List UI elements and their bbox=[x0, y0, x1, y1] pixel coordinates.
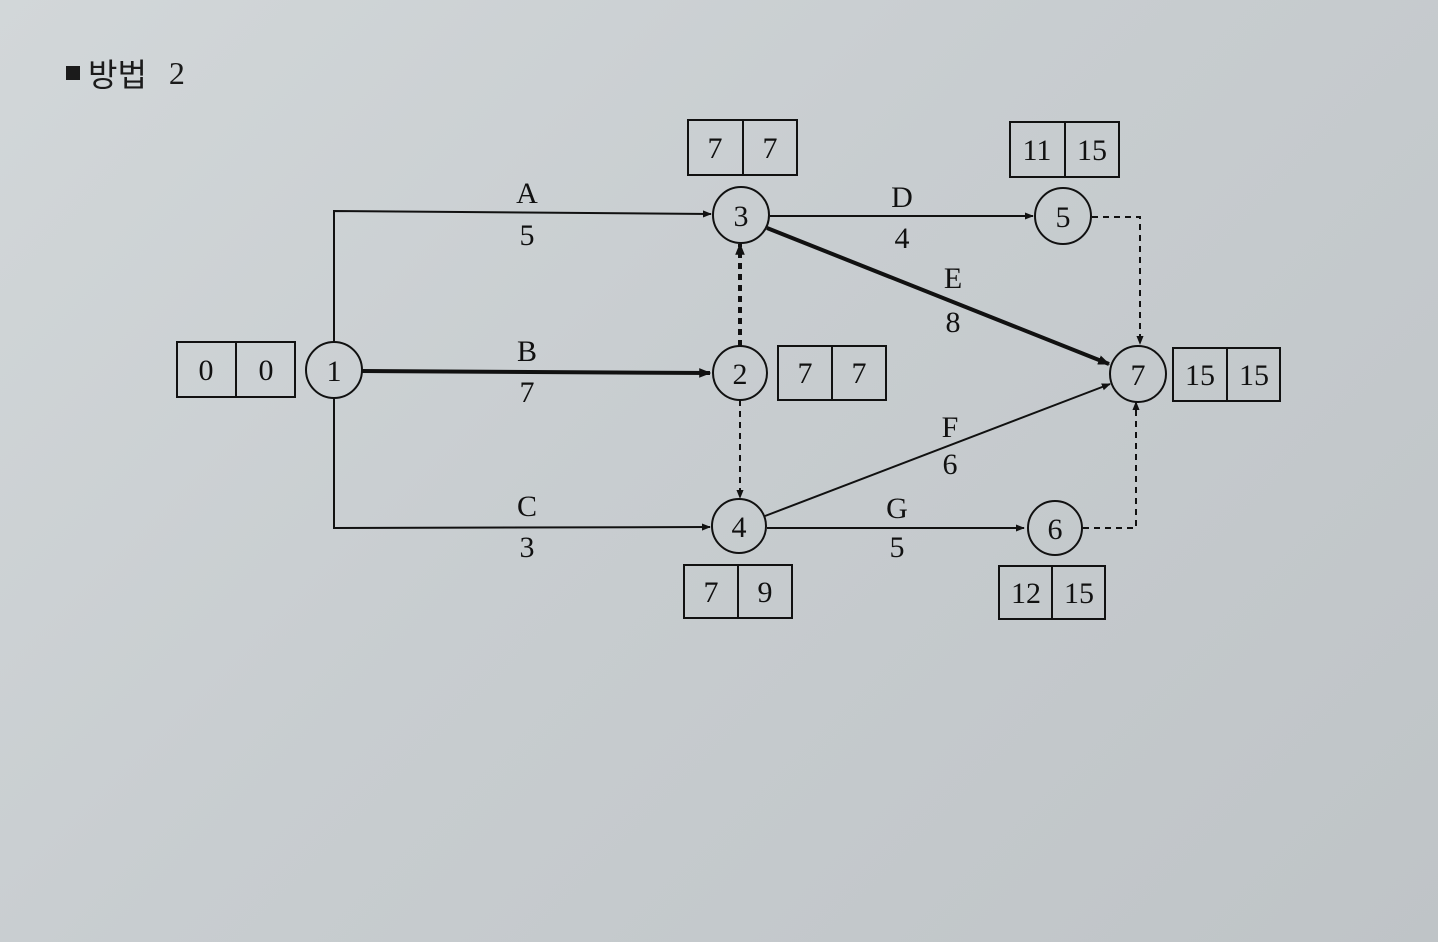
timebox-node-3: 7 7 bbox=[687, 119, 798, 176]
section-title: 방법 2 bbox=[66, 50, 185, 96]
node-2-label: 2 bbox=[733, 358, 748, 391]
activity-g-name: G bbox=[886, 492, 908, 525]
node-6-label: 6 bbox=[1048, 513, 1063, 546]
node-7: 7 bbox=[1109, 345, 1167, 403]
title-number: 2 bbox=[168, 54, 185, 91]
node-3-lst: 7 bbox=[763, 132, 778, 165]
node-3-label: 3 bbox=[734, 200, 749, 233]
activity-d-duration: 4 bbox=[895, 222, 910, 255]
activity-g-duration: 5 bbox=[890, 531, 905, 564]
timebox-node-1: 0 0 bbox=[176, 341, 296, 398]
node-1-lst: 0 bbox=[259, 354, 274, 387]
activity-f-arrow bbox=[764, 383, 1111, 517]
timebox-node-5: 11 15 bbox=[1009, 121, 1120, 178]
activity-c-duration: 3 bbox=[520, 531, 535, 564]
node-2: 2 bbox=[712, 345, 768, 401]
activity-f-duration: 6 bbox=[943, 448, 958, 481]
node-7-lst: 15 bbox=[1239, 359, 1269, 392]
activity-e-arrow bbox=[766, 226, 1111, 366]
timebox-node-7: 15 15 bbox=[1172, 347, 1281, 402]
activity-b-arrow bbox=[361, 368, 712, 378]
node-7-est: 15 bbox=[1185, 359, 1215, 392]
activity-b-name: B bbox=[517, 335, 537, 368]
node-5-lst: 15 bbox=[1077, 134, 1107, 167]
activity-e-name: E bbox=[944, 262, 962, 295]
activity-a-name: A bbox=[516, 177, 538, 210]
title-text: 방법 bbox=[88, 56, 147, 94]
node-1: 1 bbox=[305, 341, 363, 399]
node-1-est: 0 bbox=[199, 354, 214, 387]
activity-f-name: F bbox=[942, 411, 959, 444]
dummy-6-7-arrow bbox=[1083, 401, 1140, 529]
activity-d-name: D bbox=[891, 181, 913, 214]
node-6-lst: 15 bbox=[1064, 577, 1094, 610]
node-2-est: 7 bbox=[798, 357, 813, 390]
node-3-est: 7 bbox=[708, 132, 723, 165]
node-4-lst: 9 bbox=[758, 576, 773, 609]
activity-a-duration: 5 bbox=[520, 219, 535, 252]
dummy-5-7-arrow bbox=[1092, 216, 1144, 345]
activity-c-arrow bbox=[333, 398, 711, 531]
node-5-label: 5 bbox=[1056, 201, 1071, 234]
square-bullet-icon bbox=[66, 66, 80, 80]
timebox-node-2: 7 7 bbox=[777, 345, 887, 401]
node-4: 4 bbox=[711, 498, 767, 554]
activity-a-arrow bbox=[333, 209, 712, 342]
timebox-node-6: 12 15 bbox=[998, 565, 1106, 620]
node-2-lst: 7 bbox=[852, 357, 867, 390]
timebox-node-4: 7 9 bbox=[683, 564, 793, 619]
node-5-est: 11 bbox=[1023, 134, 1052, 167]
node-1-label: 1 bbox=[327, 355, 342, 388]
node-4-est: 7 bbox=[704, 576, 719, 609]
node-4-label: 4 bbox=[732, 511, 747, 544]
node-7-label: 7 bbox=[1131, 359, 1146, 392]
activity-b-duration: 7 bbox=[520, 376, 535, 409]
node-6: 6 bbox=[1027, 500, 1083, 556]
node-6-est: 12 bbox=[1011, 577, 1041, 610]
node-5: 5 bbox=[1034, 187, 1092, 245]
node-3: 3 bbox=[712, 186, 770, 244]
activity-e-duration: 8 bbox=[946, 306, 961, 339]
activity-c-name: C bbox=[517, 490, 537, 523]
